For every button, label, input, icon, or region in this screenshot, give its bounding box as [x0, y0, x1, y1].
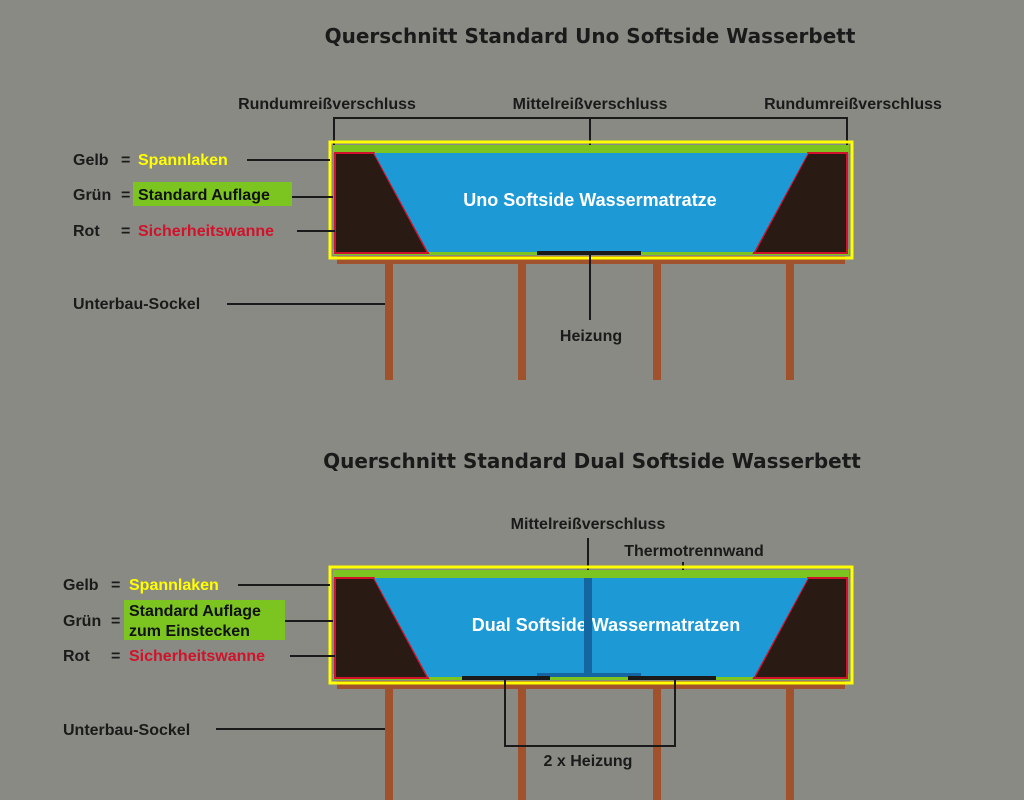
safety-tub-left-wall: [334, 152, 430, 254]
legend-auflage-swatch: [124, 600, 285, 640]
legend-gruen-label: Grün: [63, 613, 101, 630]
base-legs: [337, 681, 845, 800]
legend-spannlaken: Spannlaken: [138, 152, 228, 169]
legend-auflage-swatch: [133, 182, 292, 206]
legend-auflage: Standard Auflage: [138, 187, 270, 204]
legend-equals: =: [111, 613, 120, 630]
leg: [518, 262, 526, 380]
sockel-label: Unterbau-Sockel: [63, 722, 190, 739]
legend-sicherheitswanne: Sicherheitswanne: [129, 648, 265, 665]
auflage-top: [333, 145, 849, 153]
leg: [385, 262, 393, 380]
safety-tub-right-wall: [752, 152, 848, 254]
legend-equals: =: [121, 187, 130, 204]
diagram-dual: Querschnitt Standard Dual Softside Wasse…: [63, 449, 861, 800]
heater-label: Heizung: [560, 328, 622, 345]
legend-gelb-label: Gelb: [63, 577, 99, 594]
zip-right-label: Rundumreißverschluss: [764, 96, 942, 113]
legend-equals: =: [111, 577, 120, 594]
diagram-uno-title: Querschnitt Standard Uno Softside Wasser…: [325, 24, 856, 48]
legend-gelb-label: Gelb: [73, 152, 109, 169]
heater-label: 2 x Heizung: [544, 753, 633, 770]
legend-rot-label: Rot: [63, 648, 90, 665]
legend-auflage-line2: zum Einstecken: [129, 623, 250, 640]
leg: [653, 687, 661, 800]
safety-tub-left-wall: [334, 577, 430, 679]
base-frame: [337, 681, 845, 689]
zip-middle-label: Mittelreißverschluss: [513, 96, 668, 113]
legend-equals: =: [111, 648, 120, 665]
auflage-top: [333, 570, 849, 578]
mattress-label: Dual Softside Wassermatratzen: [472, 615, 740, 635]
sockel-label: Unterbau-Sockel: [73, 296, 200, 313]
legend-gruen-label: Grün: [73, 187, 111, 204]
thermo-divider: [584, 578, 592, 676]
leg: [653, 262, 661, 380]
heater-bracket: [504, 680, 676, 747]
leg: [786, 262, 794, 380]
leg: [786, 687, 794, 800]
leg: [385, 687, 393, 800]
zip-middle-label: Mittelreißverschluss: [511, 516, 666, 533]
legend-rot-label: Rot: [73, 223, 100, 240]
diagram-dual-title: Querschnitt Standard Dual Softside Wasse…: [323, 449, 861, 473]
legend-sicherheitswanne: Sicherheitswanne: [138, 223, 274, 240]
leg: [518, 687, 526, 800]
mattress-label: Uno Softside Wassermatratze: [463, 190, 716, 210]
heater: [537, 251, 641, 255]
safety-tub-right-wall: [752, 577, 848, 679]
heater-right: [628, 676, 716, 680]
spannlaken-outline: [328, 565, 854, 685]
diagram-uno: Querschnitt Standard Uno Softside Wasser…: [73, 24, 942, 380]
thermo-label: Thermotrennwand: [624, 543, 764, 560]
divider-base: [537, 673, 641, 677]
water-mattress: [374, 153, 808, 252]
legend-auflage-line1: Standard Auflage: [129, 603, 261, 620]
legend-equals: =: [121, 223, 130, 240]
zip-left-label: Rundumreißverschluss: [238, 96, 416, 113]
legend-spannlaken: Spannlaken: [129, 577, 219, 594]
legend-equals: =: [121, 152, 130, 169]
heater-left: [462, 676, 550, 680]
